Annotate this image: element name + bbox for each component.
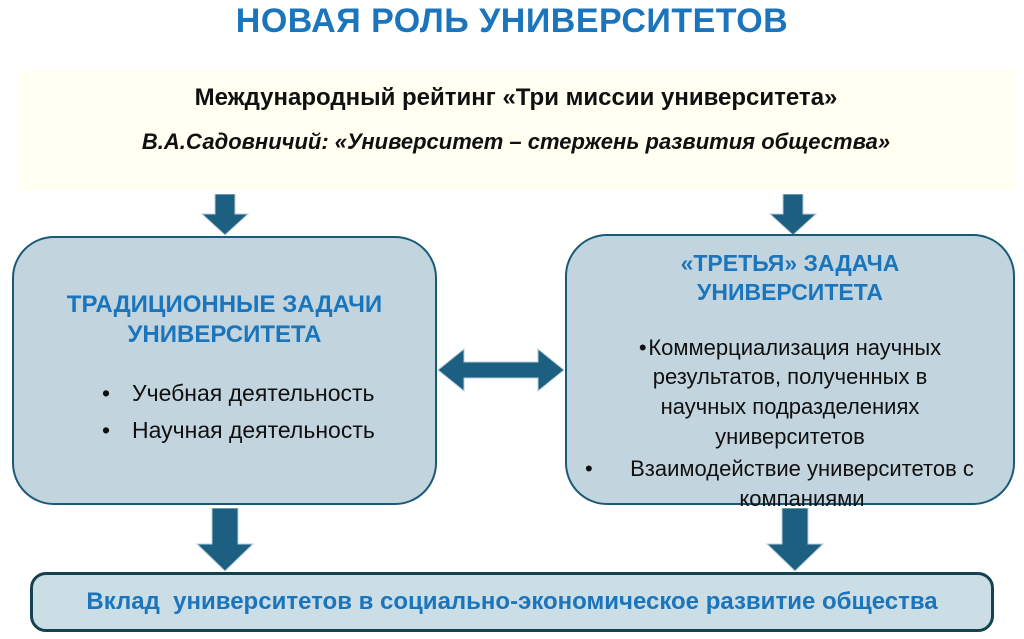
- down-arrow-icon: [201, 194, 249, 236]
- bullet-icon: •: [102, 417, 111, 443]
- bullet-icon: •: [102, 380, 111, 406]
- list-item-text: Научная деятельность: [132, 417, 375, 443]
- left-box-heading: ТРАДИЦИОННЫЕ ЗАДАЧИ УНИВЕРСИТЕТА: [66, 291, 383, 348]
- list-item: • Научная деятельность: [102, 417, 435, 444]
- contribution-bar-text: Вклад университетов в социально-экономич…: [86, 588, 938, 615]
- list-item-text: Учебная деятельность: [132, 380, 375, 406]
- list-item: • Учебная деятельность: [102, 380, 435, 407]
- page-title: НОВАЯ РОЛЬ УНИВЕРСИТЕТОВ: [235, 2, 789, 40]
- bullet-icon: •: [638, 334, 647, 360]
- banner-quote: В.А.Садовничий: «Университет – стержень …: [141, 129, 891, 154]
- left-box-list: • Учебная деятельность • Научная деятельно…: [102, 380, 435, 444]
- double-arrow-icon: [437, 348, 565, 392]
- list-item-text: Коммерциализация научных результатов, по…: [648, 334, 942, 449]
- traditional-tasks-box: ТРАДИЦИОННЫЕ ЗАДАЧИ УНИВЕРСИТЕТА • Учебна…: [12, 236, 437, 505]
- down-arrow-icon: [769, 194, 817, 236]
- rating-banner: Международный рейтинг «Три миссии универ…: [17, 70, 1015, 190]
- contribution-bar: Вклад университетов в социально-экономич…: [30, 572, 994, 632]
- third-task-box: «ТРЕТЬЯ» ЗАДАЧА УНИВЕРСИТЕТА • Коммерциа…: [565, 234, 1015, 511]
- down-arrow-icon: [766, 508, 824, 572]
- bullet-icon: •: [585, 456, 593, 482]
- list-item-text: Взаимодействие университетов с компаниям…: [630, 456, 974, 511]
- right-box-list: • Коммерциализация научных результатов, …: [567, 333, 1013, 514]
- down-arrow-icon: [196, 508, 254, 572]
- right-box-heading: «ТРЕТЬЯ» ЗАДАЧА УНИВЕРСИТЕТА: [680, 250, 900, 305]
- list-item: • Коммерциализация научных результатов, …: [620, 333, 960, 452]
- list-item: • Взаимодействие университетов с компания…: [567, 454, 1013, 513]
- banner-heading: Международный рейтинг «Три миссии универ…: [194, 84, 838, 111]
